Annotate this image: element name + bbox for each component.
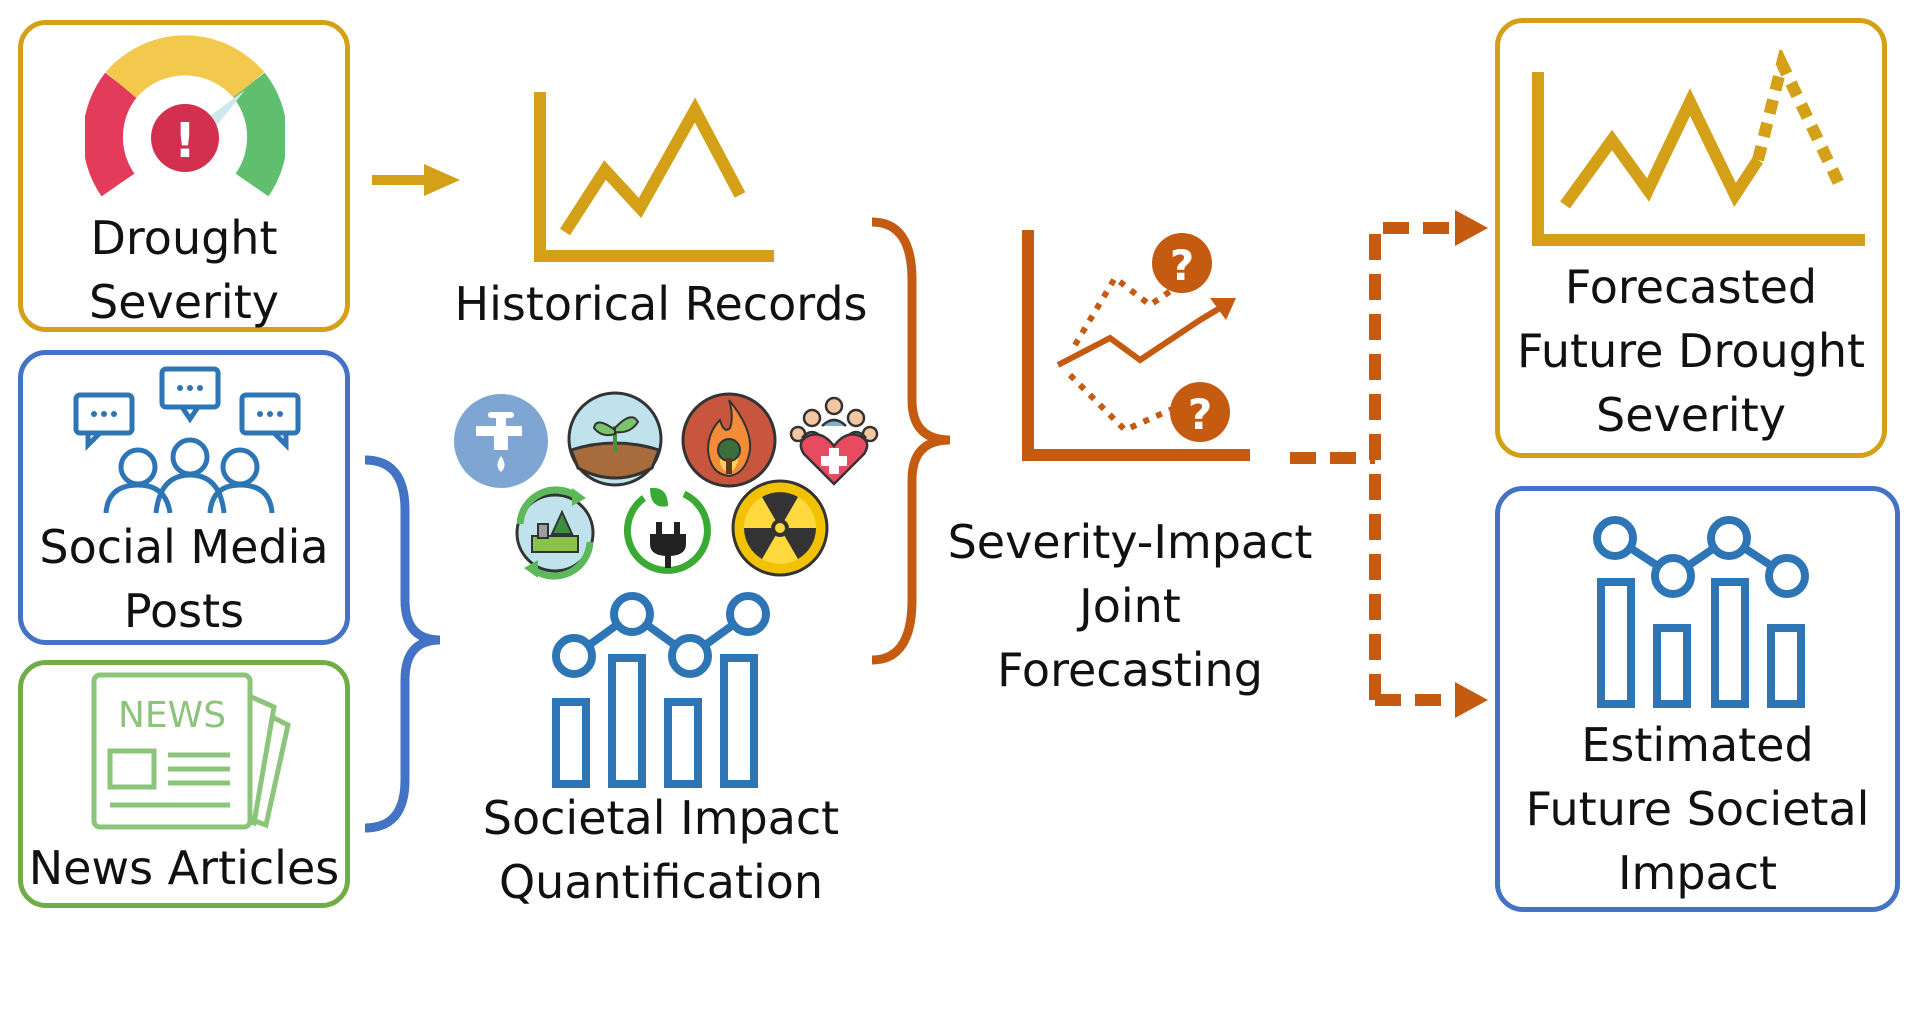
forecasted-severity-label: Forecasted Future Drought Severity bbox=[1516, 260, 1866, 442]
historical-records-label: Historical Records bbox=[454, 277, 868, 331]
bar-line-chart-icon bbox=[552, 592, 770, 788]
crop-icon bbox=[567, 391, 663, 487]
merge-brace bbox=[871, 217, 951, 665]
svg-text:?: ? bbox=[1188, 390, 1212, 439]
line-chart-icon bbox=[534, 92, 774, 262]
forecast-split-connector bbox=[1290, 222, 1455, 706]
environment-cycle-icon bbox=[515, 486, 595, 580]
social-media-label: Social Media Posts bbox=[39, 520, 329, 638]
arrow-to-impact bbox=[1455, 682, 1488, 718]
question-icon: ? bbox=[1152, 233, 1212, 293]
news-articles-box bbox=[18, 660, 350, 908]
svg-text:?: ? bbox=[1170, 241, 1194, 290]
forecast-line-chart-icon bbox=[1532, 50, 1865, 246]
arrow-to-severity bbox=[1455, 210, 1488, 246]
joint-forecast-chart: ? ? bbox=[1022, 230, 1250, 461]
chat-people-icon bbox=[73, 366, 301, 514]
bar-line-chart-icon bbox=[1593, 516, 1809, 708]
question-icon: ? bbox=[1170, 382, 1230, 442]
newspaper-icon: NEWS bbox=[91, 672, 291, 830]
water-tap-icon bbox=[454, 394, 548, 488]
estimated-impact-label: Estimated Future Societal Impact bbox=[1525, 718, 1870, 900]
green-energy-icon bbox=[623, 487, 711, 574]
fire-icon bbox=[681, 392, 777, 488]
radiation-icon bbox=[731, 479, 829, 577]
forecasted-severity-box bbox=[1495, 18, 1887, 458]
svg-text:!: ! bbox=[174, 113, 196, 169]
news-articles-label: News Articles bbox=[28, 841, 340, 895]
estimated-impact-box bbox=[1495, 486, 1900, 912]
svg-text:NEWS: NEWS bbox=[118, 695, 226, 736]
joint-forecasting-label: Severity-Impact Joint Forecasting bbox=[947, 515, 1313, 697]
drought-severity-label: Drought Severity bbox=[89, 211, 279, 329]
inputs-brace bbox=[364, 455, 441, 833]
drought-to-historical-arrow bbox=[372, 164, 460, 196]
social-media-box bbox=[18, 350, 350, 645]
societal-impact-label: Societal Impact Quantification bbox=[482, 791, 840, 909]
health-community-icon bbox=[789, 396, 879, 486]
gauge-icon: ! bbox=[85, 35, 285, 197]
drought-severity-box bbox=[18, 20, 350, 332]
